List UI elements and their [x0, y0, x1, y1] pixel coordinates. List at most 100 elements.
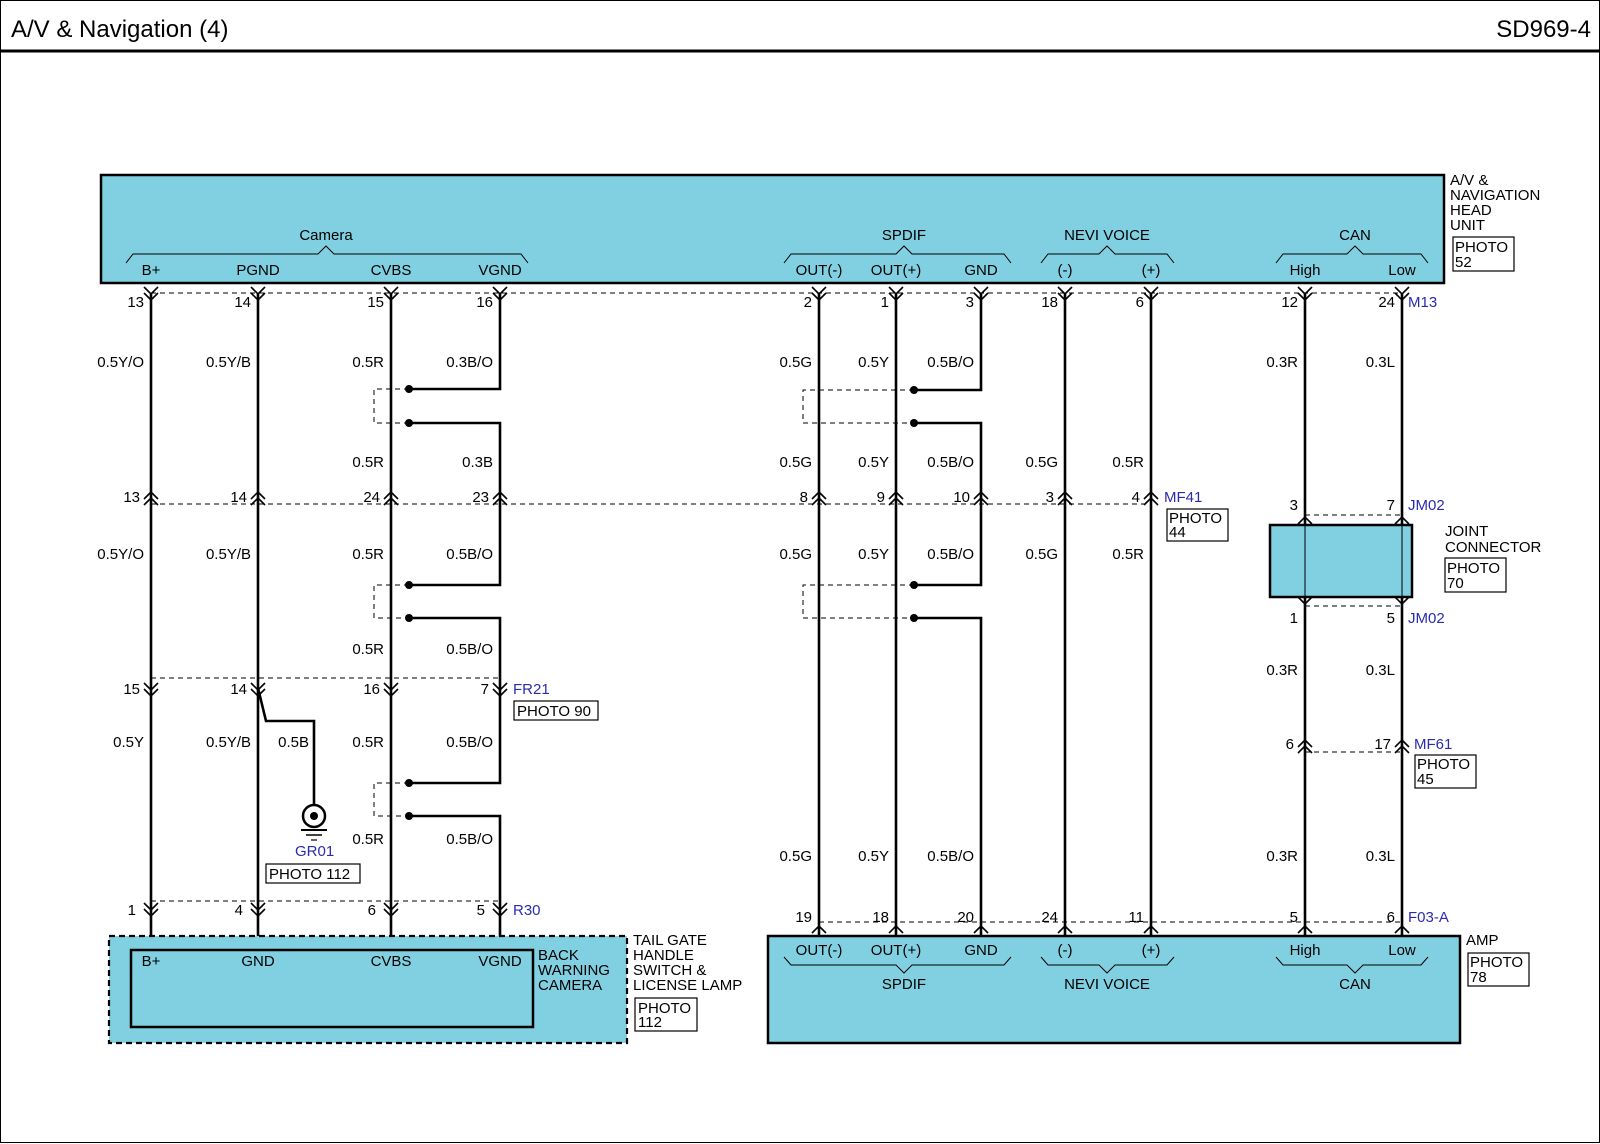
splice-dots: [405, 385, 918, 820]
svg-text:0.5G: 0.5G: [1025, 454, 1058, 471]
page-title: A/V & Navigation (4): [11, 16, 228, 43]
svg-text:0.3B/O: 0.3B/O: [446, 354, 493, 371]
svg-text:TAIL GATE: TAIL GATE: [633, 932, 707, 949]
svg-text:0.5R: 0.5R: [352, 641, 384, 658]
group-spdif: SPDIF: [882, 227, 926, 244]
amp-pin-out-minus: OUT(-): [796, 942, 843, 959]
svg-text:7: 7: [481, 681, 489, 698]
mf41-photo-line1: PHOTO: [1169, 510, 1222, 527]
pin-numbers-m13: 13 14 15 16 2 1 3 18 6 12 24: [127, 294, 1395, 311]
svg-text:5: 5: [477, 902, 485, 919]
svg-text:0.3R: 0.3R: [1266, 354, 1298, 371]
wire-colors-row4: 0.5R 0.5B/O: [352, 641, 493, 658]
svg-text:15: 15: [123, 681, 140, 698]
svg-text:5: 5: [1387, 610, 1395, 627]
svg-text:19: 19: [795, 909, 812, 926]
svg-text:0.5R: 0.5R: [352, 454, 384, 471]
group-can: CAN: [1339, 227, 1371, 244]
amp-group-spdif: SPDIF: [882, 976, 926, 993]
amp-group-can: CAN: [1339, 976, 1371, 993]
svg-text:CAMERA: CAMERA: [538, 977, 602, 994]
svg-text:3: 3: [966, 294, 974, 311]
camera-photo-line2: 112: [638, 1014, 662, 1031]
svg-text:18: 18: [1041, 294, 1058, 311]
svg-text:0.3R: 0.3R: [1266, 848, 1298, 865]
svg-text:HEAD: HEAD: [1450, 202, 1492, 219]
svg-text:3: 3: [1046, 489, 1054, 506]
hu-pin-pgnd: PGND: [236, 262, 280, 279]
svg-text:0.3B: 0.3B: [462, 454, 493, 471]
svg-text:0.5B/O: 0.5B/O: [446, 831, 493, 848]
hu-pin-cvbs: CVBS: [371, 262, 412, 279]
svg-text:8: 8: [800, 489, 808, 506]
svg-text:12: 12: [1281, 294, 1298, 311]
svg-text:0.5G: 0.5G: [1025, 546, 1058, 563]
svg-text:3: 3: [1290, 497, 1298, 514]
hu-pin-out-plus: OUT(+): [871, 262, 921, 279]
head-unit-box: [99, 173, 1446, 285]
camera-photo-box: [634, 997, 698, 1032]
svg-text:2: 2: [804, 294, 812, 311]
svg-text:0.5B/O: 0.5B/O: [446, 641, 493, 658]
connector-shells: [151, 292, 1402, 923]
camera-photo-line1: PHOTO: [638, 1000, 691, 1017]
svg-text:0.5Y/B: 0.5Y/B: [206, 354, 251, 371]
hu-pin-gnd: GND: [964, 262, 998, 279]
svg-text:SWITCH &: SWITCH &: [633, 962, 706, 979]
svg-text:0.5B/O: 0.5B/O: [446, 734, 493, 751]
cam-pin-vgnd: VGND: [478, 953, 522, 970]
wire-colors-row7: 0.5R 0.5B/O: [352, 831, 493, 848]
svg-text:WARNING: WARNING: [538, 962, 610, 979]
amp-pin-high: High: [1290, 942, 1321, 959]
svg-text:0.5R: 0.5R: [352, 734, 384, 751]
svg-text:CONNECTOR: CONNECTOR: [1445, 539, 1542, 556]
svg-text:24: 24: [1378, 294, 1395, 311]
svg-text:0.3L: 0.3L: [1366, 662, 1395, 679]
svg-text:0.5G: 0.5G: [779, 354, 812, 371]
svg-text:6: 6: [368, 902, 376, 919]
fr21-label: FR21: [513, 681, 550, 698]
pin-numbers-jm02-mf61: 3 7 1 5 6 17: [1286, 497, 1395, 753]
amp-pin-minus: (-): [1058, 942, 1073, 959]
mf61-photo-line2: 45: [1417, 771, 1434, 788]
gr01-label: GR01: [295, 843, 334, 860]
svg-text:0.5B/O: 0.5B/O: [927, 848, 974, 865]
amp-pin-out-plus: OUT(+): [871, 942, 921, 959]
amp-pin-low: Low: [1388, 942, 1416, 959]
svg-text:0.3R: 0.3R: [1266, 662, 1298, 679]
svg-text:A/V &: A/V &: [1450, 172, 1488, 189]
hu-pin-minus: (-): [1058, 262, 1073, 279]
hu-pin-out-minus: OUT(-): [796, 262, 843, 279]
amp-pin-gnd: GND: [964, 942, 998, 959]
m13-label: M13: [1408, 294, 1437, 311]
svg-text:16: 16: [363, 681, 380, 698]
r30-label: R30: [513, 902, 541, 919]
cam-pin-gnd: GND: [241, 953, 275, 970]
svg-text:6: 6: [1387, 909, 1395, 926]
svg-text:0.5R: 0.5R: [352, 354, 384, 371]
joint-connector-box: [1268, 523, 1414, 599]
wire-colors-row5: 0.3R 0.3L: [1266, 662, 1395, 679]
svg-text:JOINT: JOINT: [1445, 523, 1488, 540]
svg-text:0.5R: 0.5R: [352, 546, 384, 563]
wire-colors-row2: 0.5R 0.3B 0.5G 0.5Y 0.5B/O 0.5G 0.5R: [352, 454, 1144, 471]
amp-photo-box: [1467, 952, 1530, 987]
svg-text:0.5Y/B: 0.5Y/B: [206, 546, 251, 563]
head-unit-braces: [125, 245, 1429, 264]
hu-pin-low: Low: [1388, 262, 1416, 279]
svg-text:14: 14: [230, 489, 247, 506]
pin-numbers-r30: 1 4 6 5: [128, 902, 485, 919]
connector-pin-markers: [143, 286, 1410, 934]
svg-text:0.5B: 0.5B: [278, 734, 309, 751]
svg-text:15: 15: [367, 294, 384, 311]
svg-text:18: 18: [872, 909, 889, 926]
svg-text:0.5Y: 0.5Y: [858, 354, 889, 371]
head-unit-label: A/V & NAVIGATION HEAD UNIT: [1450, 172, 1540, 234]
pin-numbers-f03a: 19 18 20 24 11 5 6: [795, 909, 1395, 926]
svg-text:HANDLE: HANDLE: [633, 947, 694, 964]
svg-text:16: 16: [476, 294, 493, 311]
amp-photo-line1: PHOTO: [1470, 954, 1523, 971]
svg-text:NAVIGATION: NAVIGATION: [1450, 187, 1540, 204]
